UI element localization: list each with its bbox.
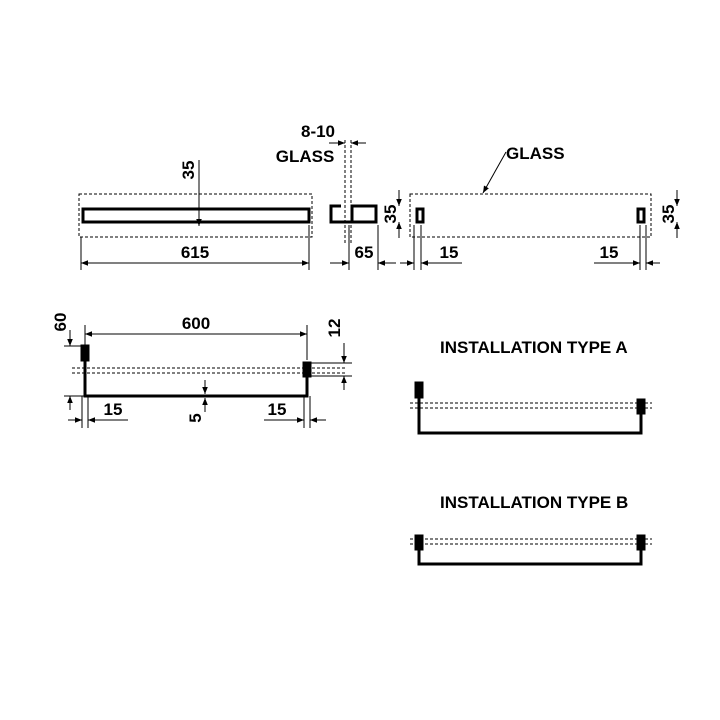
shelf-frame-a <box>417 383 643 435</box>
dim-65: 65 <box>355 243 374 262</box>
clamp-left-small <box>415 207 425 224</box>
front-elevation-view: 600 60 12 15 15 5 <box>51 313 352 428</box>
installation-type-a-label: INSTALLATION TYPE A <box>440 338 628 357</box>
clamp-profile <box>329 204 378 224</box>
shelf-bar-top <box>81 207 311 224</box>
dim-615: 615 <box>181 243 209 262</box>
dim-8-10: 8-10 <box>301 122 335 141</box>
glass-outline-right <box>409 193 652 238</box>
side-section-view: 8-10 GLASS 65 35 <box>276 122 402 270</box>
dim-15-right-left: 15 <box>440 243 459 262</box>
glass-callout: GLASS <box>506 144 565 163</box>
dim-15-front-right: 15 <box>268 400 287 419</box>
dim-15-front-left: 15 <box>104 400 123 419</box>
shelf-frame-front <box>83 346 309 398</box>
clamp-right-a <box>636 398 646 415</box>
installation-type-b-label: INSTALLATION TYPE B <box>440 493 628 512</box>
clamp-right-b <box>636 534 646 551</box>
installation-type-b: INSTALLATION TYPE B <box>410 493 652 566</box>
clamp-left-a <box>414 381 424 399</box>
callout-leader <box>482 151 507 194</box>
clamp-left-b <box>414 534 424 551</box>
dim-35-side: 35 <box>381 205 400 224</box>
top-view: 615 35 <box>78 160 313 270</box>
dim-15-right-right: 15 <box>600 243 619 262</box>
dim-35-top: 35 <box>179 161 198 180</box>
dim-600: 600 <box>182 314 210 333</box>
shelf-frame-b <box>417 536 643 566</box>
dim-12: 12 <box>325 319 344 338</box>
glass-front-view: GLASS 15 15 35 <box>400 144 680 270</box>
dim-60: 60 <box>51 313 70 332</box>
clamp-right-small <box>636 207 646 224</box>
dim-5: 5 <box>186 413 205 422</box>
installation-type-a: INSTALLATION TYPE A <box>410 338 652 435</box>
dim-35-right: 35 <box>659 205 678 224</box>
glass-label-side: GLASS <box>276 147 335 166</box>
clamp-right-front <box>302 361 312 378</box>
glass-outline-top <box>78 193 313 238</box>
